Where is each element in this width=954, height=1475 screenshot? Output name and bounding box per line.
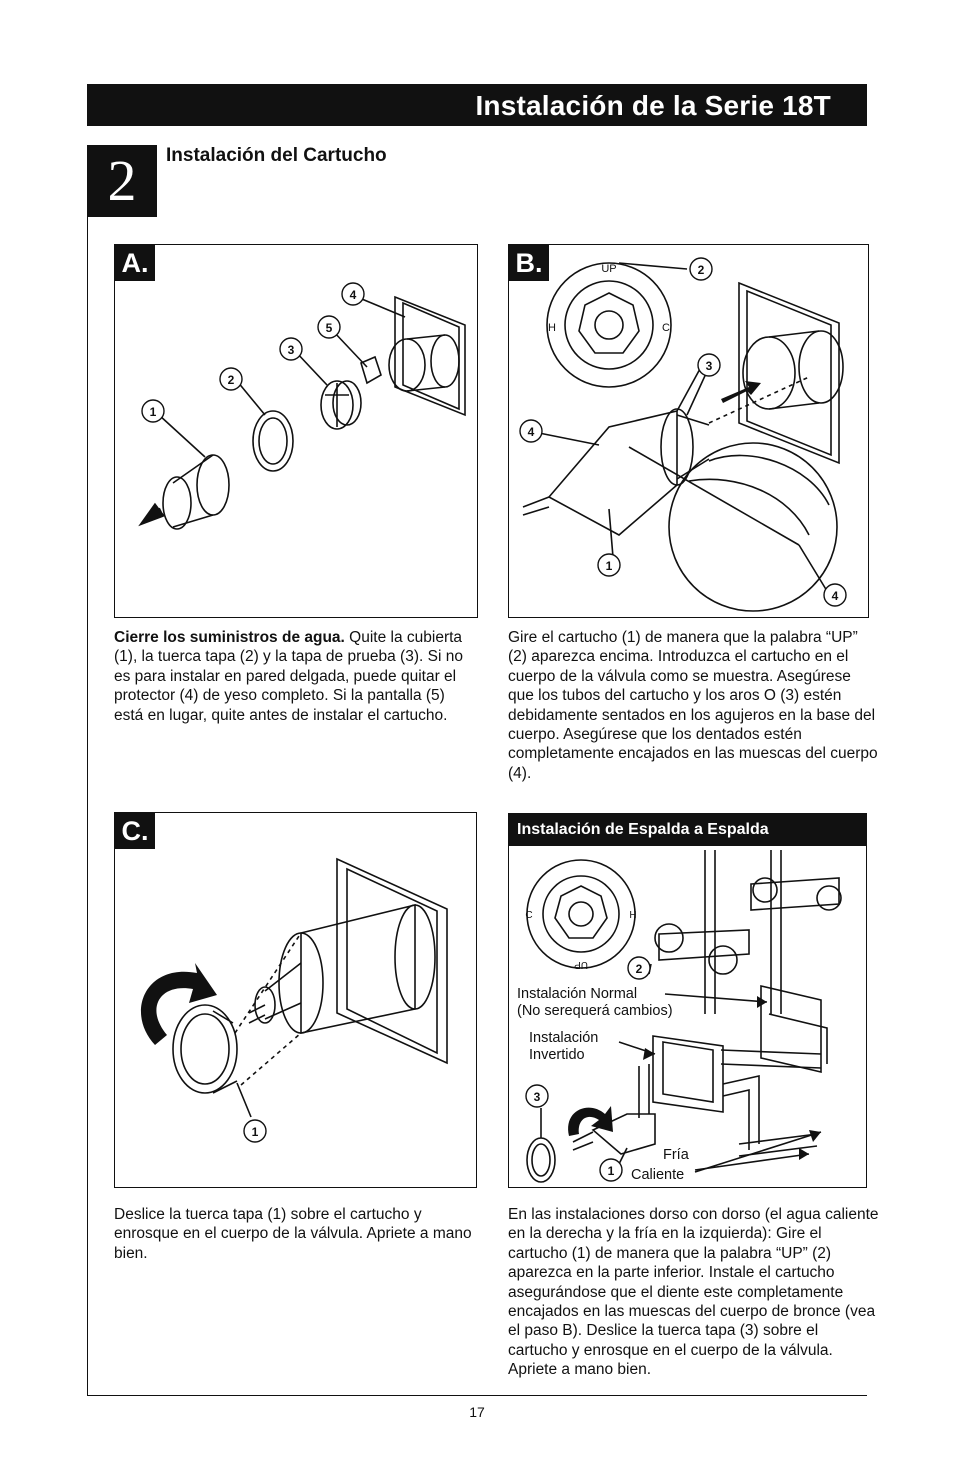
step-title: Instalación del Cartucho: [166, 145, 387, 166]
dial-b-c: C: [662, 322, 670, 334]
panel-a-text-rest: Quite la cubierta (1), la tuerca tapa (2…: [114, 629, 463, 724]
panel-back-to-back-text: En las instalaciones dorso con dorso (el…: [508, 1206, 879, 1379]
panel-back-to-back-title: Instalación de Espalda a Espalda: [509, 814, 866, 846]
panel-c-label: C.: [115, 813, 155, 849]
panel-b: UP H C 2 3 4 1 4 B.: [508, 244, 869, 618]
panel-a-illustration: 1 2 3 5 4: [138, 282, 466, 530]
panel-c-illustration: 1: [140, 857, 448, 1143]
panel-a-label: A.: [115, 245, 155, 281]
header-bar: Instalación de la Serie 18T: [87, 84, 867, 126]
callout-a-5: 5: [326, 321, 333, 335]
dial-d-h: H: [629, 910, 636, 921]
panel-back-to-back: UP H C 2 3 1 Instalación de Espalda a Es…: [508, 813, 867, 1188]
callout-b-1: 1: [606, 559, 613, 573]
callout-a-4: 4: [350, 288, 357, 302]
callout-a-3: 3: [288, 343, 295, 357]
panel-b-label: B.: [509, 245, 549, 281]
page-title: Instalación de la Serie 18T: [475, 90, 831, 121]
callout-b-4-zoom: 4: [832, 589, 839, 603]
step-number: 2: [87, 145, 157, 217]
left-rule: [87, 216, 88, 1396]
dial-b-up: UP: [601, 263, 616, 275]
label-inverted-install-line1: Instalación: [529, 1030, 599, 1046]
callout-d-1: 1: [608, 1164, 615, 1178]
label-normal-install: Instalación Normal (No serequerá cambios…: [517, 986, 707, 1020]
panel-d-illustration: UP H C 2 3 1: [525, 850, 842, 1183]
callout-d-3: 3: [534, 1090, 541, 1104]
panel-a: 1 2 3 5 4 A.: [114, 244, 478, 618]
callout-b-2: 2: [698, 263, 705, 277]
page-number: 17: [469, 1404, 485, 1420]
callout-d-2: 2: [636, 962, 643, 976]
panel-b-text: Gire el cartucho (1) de manera que la pa…: [508, 629, 878, 782]
panel-a-text: Cierre los suministros de agua. Quite la…: [114, 628, 478, 725]
label-inverted-install: Instalación Invertido: [529, 1030, 629, 1064]
panel-b-illustration: UP H C 2 3 4 1 4: [519, 257, 847, 612]
label-inverted-install-line2: Invertido: [529, 1047, 585, 1063]
label-normal-install-line2: (No serequerá cambios): [517, 1003, 673, 1019]
panel-c: 1 C.: [114, 812, 477, 1188]
callout-a-1: 1: [150, 405, 157, 419]
callout-c-1: 1: [252, 1125, 259, 1139]
panel-a-text-bold: Cierre los suministros de agua.: [114, 629, 345, 646]
callout-b-4: 4: [528, 425, 535, 439]
dial-d-c: C: [525, 910, 532, 921]
bottom-rule: [87, 1395, 867, 1396]
dial-b-h: H: [548, 322, 556, 334]
label-hot: Caliente: [631, 1167, 685, 1183]
callout-b-3: 3: [706, 359, 713, 373]
panel-c-text: Deslice la tuerca tapa (1) sobre el cart…: [114, 1206, 472, 1262]
callout-a-2: 2: [228, 373, 235, 387]
dial-d-up: UP: [574, 959, 588, 970]
label-cold: Fría: [663, 1147, 689, 1163]
label-normal-install-line1: Instalación Normal: [517, 986, 638, 1002]
